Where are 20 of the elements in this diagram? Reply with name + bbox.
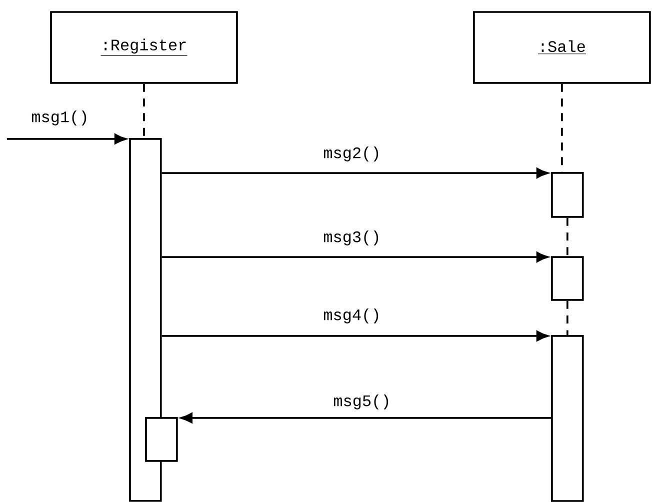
lifeline <box>566 300 568 336</box>
lifeline <box>143 84 145 138</box>
message-label: msg1() <box>30 109 90 127</box>
activation-bar <box>551 335 584 502</box>
message-label: msg4() <box>322 307 382 325</box>
activation-bar <box>551 172 584 218</box>
activation-bar <box>551 256 584 301</box>
lifeline <box>566 218 568 256</box>
message-arrow <box>6 134 126 144</box>
message-arrow <box>162 168 548 178</box>
message-arrow <box>162 330 548 342</box>
message-label: msg2() <box>322 145 382 163</box>
activation-bar <box>145 417 178 462</box>
message-label: msg3() <box>322 229 382 247</box>
message-arrow <box>162 252 548 262</box>
activation-bar <box>129 138 162 502</box>
message-label: msg5() <box>332 393 392 411</box>
object-box: :Sale <box>473 11 651 84</box>
message-arrow <box>180 412 552 424</box>
object-box: :Register <box>50 11 238 84</box>
